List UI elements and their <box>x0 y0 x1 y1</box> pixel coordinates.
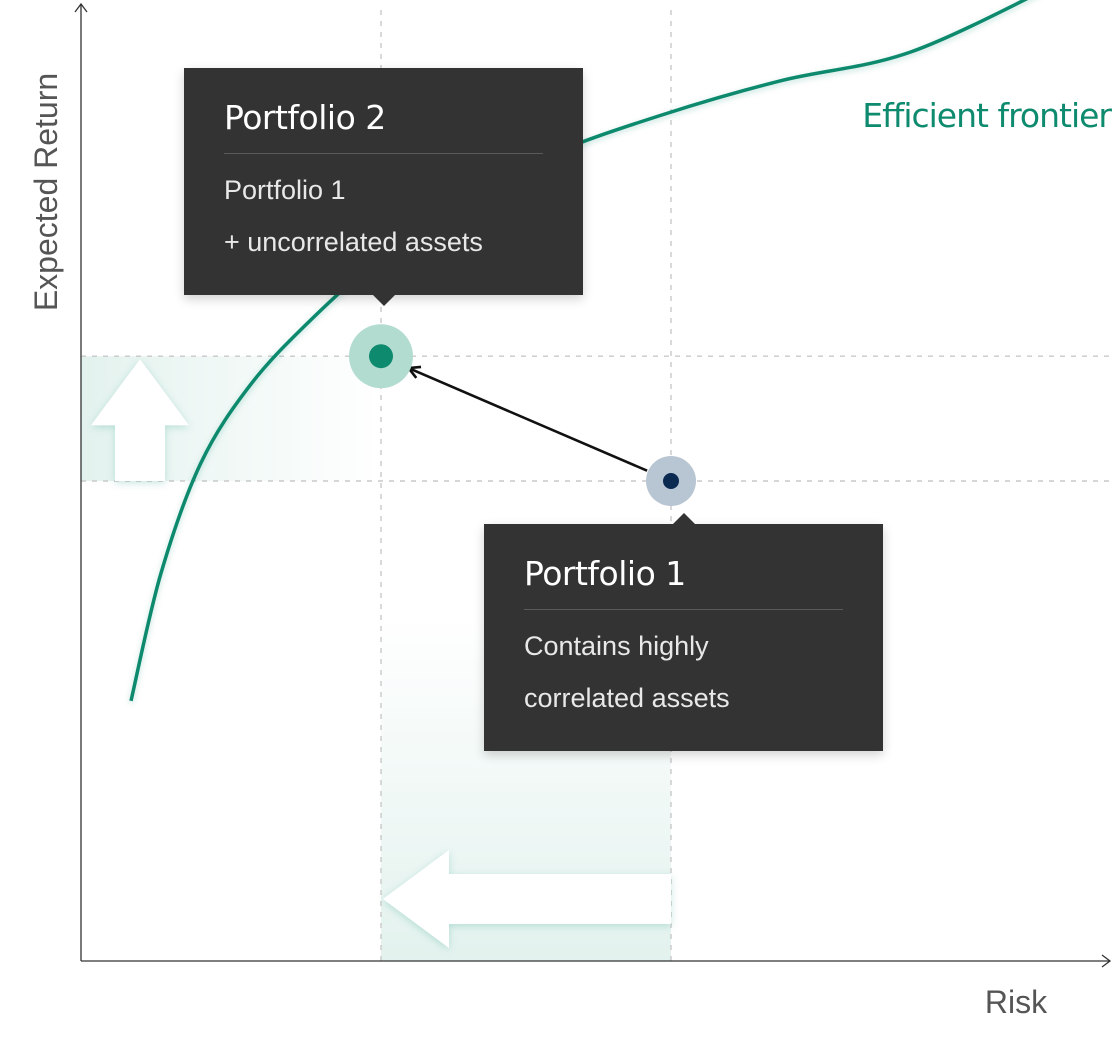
portfolio-2-tooltip-line-1: Portfolio 1 <box>224 175 346 205</box>
portfolio-2-tooltip-body: Portfolio 1 + uncorrelated assets <box>224 164 543 268</box>
portfolio-1-tooltip: Portfolio 1 Contains highly correlated a… <box>484 513 883 751</box>
portfolio-1-tooltip-line-2: correlated assets <box>524 683 730 713</box>
y-axis-arrow-icon <box>74 2 88 13</box>
axes <box>74 2 1112 968</box>
portfolio-1-tooltip-line-1: Contains highly <box>524 631 709 661</box>
portfolio-1-tooltip-pointer <box>673 513 695 524</box>
portfolio-2-tooltip-line-2: + uncorrelated assets <box>224 227 483 257</box>
x-axis-arrow-icon <box>1101 954 1112 968</box>
portfolio-2-tooltip: Portfolio 2 Portfolio 1 + uncorrelated a… <box>184 68 583 306</box>
portfolio-1-tooltip-title: Portfolio 1 <box>524 554 843 610</box>
efficient-frontier-label: Efficient frontier <box>862 96 1112 135</box>
portfolio-2-tooltip-pointer <box>373 295 395 306</box>
portfolio-1-point[interactable] <box>663 473 679 489</box>
portfolio-shift-arrow <box>409 368 648 472</box>
portfolio-1-tooltip-body: Contains highly correlated assets <box>524 620 843 724</box>
risk-left-arrow-icon <box>383 850 671 948</box>
return-up-arrow-icon <box>91 359 189 481</box>
portfolio-2-point[interactable] <box>369 344 393 369</box>
portfolio-points <box>349 324 696 506</box>
x-axis-label: Risk <box>985 984 1048 1020</box>
y-axis-label: Expected Return <box>28 73 64 311</box>
portfolio-2-tooltip-title: Portfolio 2 <box>224 98 543 154</box>
